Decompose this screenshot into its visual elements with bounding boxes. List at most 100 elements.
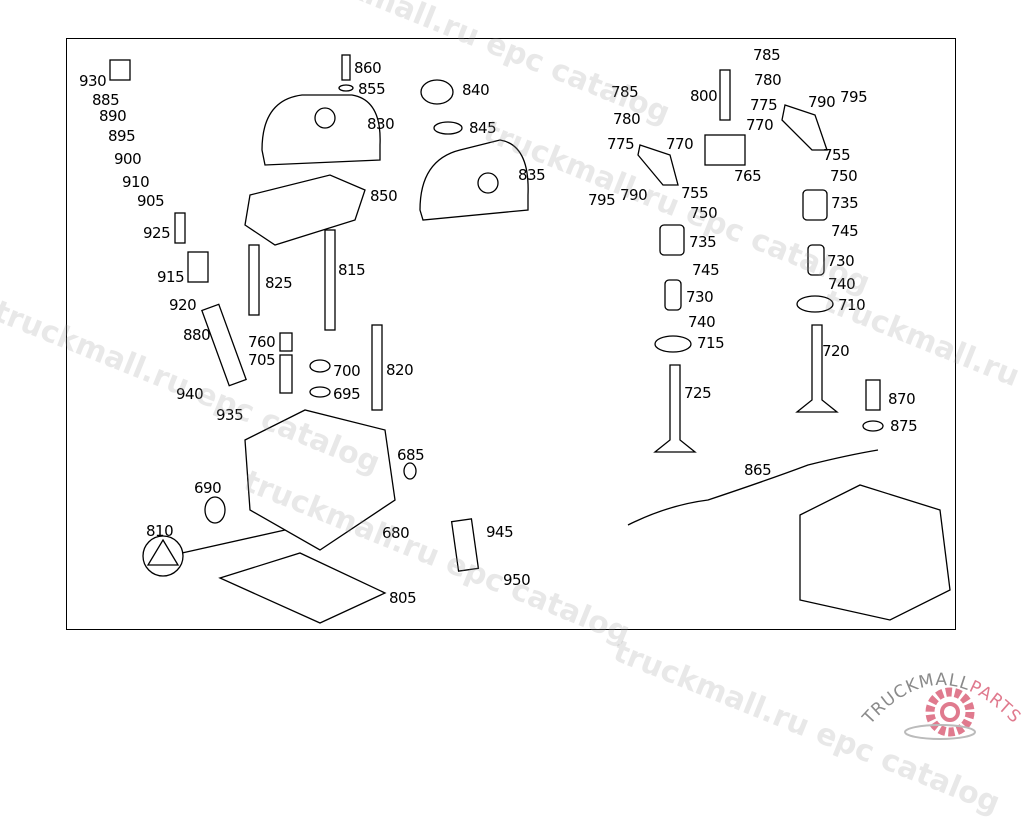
part-label-705: 705 [248, 351, 276, 369]
nozzle-925 [174, 212, 186, 244]
part-label-930: 930 [79, 72, 107, 90]
shaft-765 [704, 134, 746, 166]
part-label-855: 855 [358, 80, 386, 98]
part-label-745: 745 [692, 261, 720, 279]
part-label-810: 810 [146, 522, 174, 540]
seat-710 [796, 295, 834, 313]
part-label-880: 880 [183, 326, 211, 344]
part-label-770: 770 [746, 116, 774, 134]
part-label-895: 895 [108, 127, 136, 145]
part-label-715: 715 [697, 334, 725, 352]
valve-cover-835 [419, 139, 529, 221]
part-label-780: 780 [754, 71, 782, 89]
washer-875 [862, 420, 884, 432]
part-label-915: 915 [157, 268, 185, 286]
part-label-785: 785 [611, 83, 639, 101]
part-label-910: 910 [122, 173, 150, 191]
part-label-945: 945 [486, 523, 514, 541]
ring-695 [309, 386, 331, 398]
guide-705 [279, 354, 293, 394]
parts-drawing [109, 54, 951, 624]
part-label-875: 875 [890, 417, 918, 435]
part-label-815: 815 [338, 261, 366, 279]
part-label-905: 905 [137, 192, 165, 210]
bolt-860 [341, 54, 351, 81]
diagram-frame [66, 38, 956, 630]
part-label-950: 950 [503, 571, 531, 589]
part-label-935: 935 [216, 406, 244, 424]
plate-945 [450, 518, 480, 572]
guide-760 [279, 332, 293, 352]
spring-735-left [659, 224, 685, 256]
tool-810-ring [142, 535, 184, 577]
part-label-725: 725 [684, 384, 712, 402]
part-label-735: 735 [831, 194, 859, 212]
part-label-785: 785 [753, 46, 781, 64]
part-label-900: 900 [114, 150, 142, 168]
part-label-755: 755 [681, 184, 709, 202]
bolt-800 [719, 69, 731, 121]
part-label-940: 940 [176, 385, 204, 403]
part-label-805: 805 [389, 589, 417, 607]
part-label-755: 755 [823, 146, 851, 164]
part-label-820: 820 [386, 361, 414, 379]
part-label-780: 780 [613, 110, 641, 128]
part-label-735: 735 [689, 233, 717, 251]
part-label-800: 800 [690, 87, 718, 105]
part-label-845: 845 [469, 119, 497, 137]
leader-810 [181, 529, 286, 554]
cylinder-head-680 [244, 409, 396, 551]
part-label-775: 775 [750, 96, 778, 114]
bolt-870 [865, 379, 881, 411]
rocker-775-left [637, 144, 679, 186]
part-label-765: 765 [734, 167, 762, 185]
bolt-815 [324, 229, 336, 331]
holder-915 [187, 251, 209, 283]
part-label-770: 770 [666, 135, 694, 153]
part-label-775: 775 [607, 135, 635, 153]
part-label-850: 850 [370, 187, 398, 205]
truckmall-parts-logo: TRUCKMALLPARTS [858, 670, 1024, 740]
part-label-795: 795 [840, 88, 868, 106]
part-label-825: 825 [265, 274, 293, 292]
plug-690 [204, 496, 226, 524]
spring-735-right [802, 189, 828, 221]
part-label-710: 710 [838, 296, 866, 314]
part-label-680: 680 [382, 524, 410, 542]
gasket-line-865 [627, 449, 879, 526]
part-label-745: 745 [831, 222, 859, 240]
part-label-830: 830 [367, 115, 395, 133]
star-emblem [477, 172, 499, 194]
part-label-750: 750 [690, 204, 718, 222]
part-label-790: 790 [808, 93, 836, 111]
seal-700 [309, 359, 331, 373]
injector-880 [201, 303, 247, 387]
part-label-860: 860 [354, 59, 382, 77]
part-label-730: 730 [686, 288, 714, 306]
part-label-925: 925 [143, 224, 171, 242]
part-label-750: 750 [830, 167, 858, 185]
valve-725 [653, 364, 697, 453]
spring-730-left [664, 279, 682, 311]
head-gasket-805 [218, 552, 387, 624]
part-label-840: 840 [462, 81, 490, 99]
part-label-740: 740 [828, 275, 856, 293]
cap-840 [420, 79, 454, 105]
part-label-740: 740 [688, 313, 716, 331]
part-label-690: 690 [194, 479, 222, 497]
part-label-885: 885 [92, 91, 120, 109]
washer-855 [338, 84, 354, 92]
star-emblem [314, 107, 336, 129]
tool-810 [146, 538, 180, 566]
part-label-920: 920 [169, 296, 197, 314]
part-label-790: 790 [620, 186, 648, 204]
gasket-850 [244, 174, 366, 246]
part-label-890: 890 [99, 107, 127, 125]
bolt-825 [248, 244, 260, 316]
part-label-730: 730 [827, 252, 855, 270]
rocker-775-right [781, 104, 828, 151]
ring-845 [433, 121, 463, 135]
plug-685 [403, 462, 417, 480]
spring-930 [109, 59, 131, 81]
part-label-835: 835 [518, 166, 546, 184]
